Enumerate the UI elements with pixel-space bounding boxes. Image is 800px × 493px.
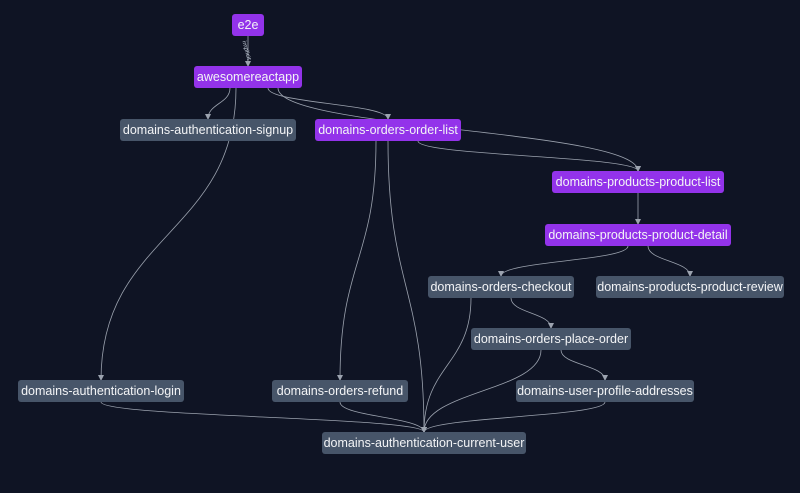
node-label: domains-orders-order-list <box>318 123 458 137</box>
edge-user-profile-addresses-to-auth-current-user <box>421 401 606 433</box>
edge-orders-place-order-to-user-profile-addresses <box>560 349 608 381</box>
edge-awesomereactapp-to-auth-signup <box>205 87 231 120</box>
edge-orders-place-order-to-auth-current-user <box>421 349 542 433</box>
node-label: domains-authentication-current-user <box>324 436 525 450</box>
node-auth-login[interactable]: domains-authentication-login <box>18 380 184 402</box>
node-box[interactable] <box>552 171 724 193</box>
node-e2e[interactable]: e2e <box>232 14 264 36</box>
node-label: domains-products-product-review <box>597 280 783 294</box>
node-box[interactable] <box>232 14 264 36</box>
node-box[interactable] <box>596 276 784 298</box>
node-label: domains-orders-refund <box>277 384 403 398</box>
edge-auth-login-to-auth-current-user <box>100 401 427 433</box>
node-box[interactable] <box>194 66 302 88</box>
edge-products-product-detail-to-products-product-review <box>647 245 693 277</box>
node-orders-checkout[interactable]: domains-orders-checkout <box>428 276 574 298</box>
node-box[interactable] <box>428 276 574 298</box>
node-box[interactable] <box>471 328 631 350</box>
node-label: domains-orders-place-order <box>474 332 628 346</box>
node-label: domains-user-profile-addresses <box>517 384 693 398</box>
node-label: awesomereactapp <box>197 70 299 84</box>
node-orders-place-order[interactable]: domains-orders-place-order <box>471 328 631 350</box>
node-auth-current-user[interactable]: domains-authentication-current-user <box>322 432 526 454</box>
node-user-profile-addresses[interactable]: domains-user-profile-addresses <box>516 380 694 402</box>
node-orders-refund[interactable]: domains-orders-refund <box>272 380 408 402</box>
node-label: domains-authentication-signup <box>123 123 293 137</box>
edge-orders-order-list-to-auth-current-user <box>387 140 427 433</box>
node-box[interactable] <box>18 380 184 402</box>
node-label: e2e <box>238 18 259 32</box>
node-products-product-review[interactable]: domains-products-product-review <box>596 276 784 298</box>
node-label: domains-products-product-list <box>556 175 721 189</box>
edge-orders-checkout-to-orders-place-order <box>510 297 554 329</box>
edge-orders-checkout-to-auth-current-user <box>421 297 472 433</box>
node-products-product-list[interactable]: domains-products-product-list <box>552 171 724 193</box>
node-label: domains-orders-checkout <box>430 280 572 294</box>
edge-label: implicit <box>240 40 251 62</box>
node-products-product-detail[interactable]: domains-products-product-detail <box>545 224 731 246</box>
node-box[interactable] <box>516 380 694 402</box>
edge-awesomereactapp-to-orders-order-list <box>267 87 391 120</box>
node-box[interactable] <box>322 432 526 454</box>
edge-orders-order-list-to-orders-refund <box>337 140 377 381</box>
edge-orders-order-list-to-products-product-list <box>417 140 641 172</box>
node-label: domains-products-product-detail <box>548 228 727 242</box>
node-box[interactable] <box>315 119 461 141</box>
node-label: domains-authentication-login <box>21 384 181 398</box>
node-box[interactable] <box>545 224 731 246</box>
node-orders-order-list[interactable]: domains-orders-order-list <box>315 119 461 141</box>
node-box[interactable] <box>272 380 408 402</box>
edge-products-product-detail-to-orders-checkout <box>498 245 629 277</box>
node-box[interactable] <box>120 119 296 141</box>
node-awesomereactapp[interactable]: awesomereactapp <box>194 66 302 88</box>
nodes-layer: e2e awesomereactapp domains-authentication… <box>18 14 784 454</box>
node-auth-signup[interactable]: domains-authentication-signup <box>120 119 296 141</box>
